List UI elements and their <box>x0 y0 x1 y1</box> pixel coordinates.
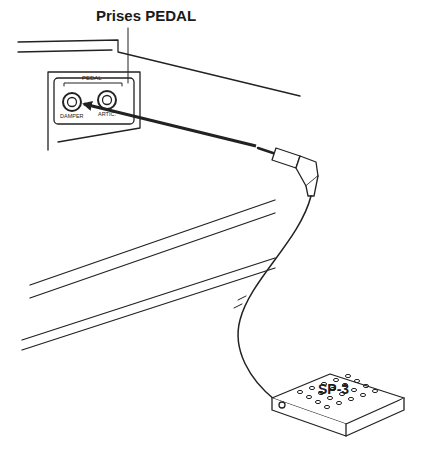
jack-hole <box>103 96 112 105</box>
jack-hole <box>68 98 77 107</box>
grip-hole <box>348 397 353 400</box>
grip-hole <box>309 386 314 389</box>
leader-line <box>128 28 129 83</box>
grip-hole <box>336 401 341 404</box>
grip-hole <box>363 384 368 387</box>
jack-plate <box>54 78 134 124</box>
cable-break <box>234 296 246 308</box>
grip-hole <box>360 393 365 396</box>
plug-strain <box>306 176 318 196</box>
grip-hole <box>372 389 377 392</box>
cable-entry <box>279 402 285 408</box>
body-edge <box>22 268 275 350</box>
cable <box>238 196 311 400</box>
grip-hole <box>354 379 359 382</box>
model-label: SP-3 <box>318 382 349 396</box>
pedal-grip <box>297 374 377 408</box>
body-edge <box>30 213 275 298</box>
body-edge <box>30 200 275 285</box>
plug-body <box>272 148 300 168</box>
grip-hole <box>297 390 302 393</box>
panel-label: PEDAL <box>82 75 102 81</box>
body-edge <box>18 50 112 52</box>
insert-arrow <box>84 104 256 146</box>
pedal-side <box>346 398 404 436</box>
grip-hole <box>324 405 329 408</box>
body-edge <box>22 258 275 340</box>
jack-panel <box>48 72 140 150</box>
jack <box>98 91 116 109</box>
jack <box>63 93 81 111</box>
body-edge <box>18 40 300 96</box>
plug-tip <box>258 148 276 154</box>
grip-hole <box>327 396 332 399</box>
bracket <box>64 83 122 86</box>
jack-label: ARTIC. <box>98 112 116 118</box>
title-label: Prises PEDAL <box>96 8 196 23</box>
pedal-side <box>272 398 346 436</box>
jack-label: DAMPER <box>60 114 84 120</box>
grip-hole <box>351 388 356 391</box>
grip-hole <box>345 374 350 377</box>
grip-hole <box>306 395 311 398</box>
grip-hole <box>315 400 320 403</box>
